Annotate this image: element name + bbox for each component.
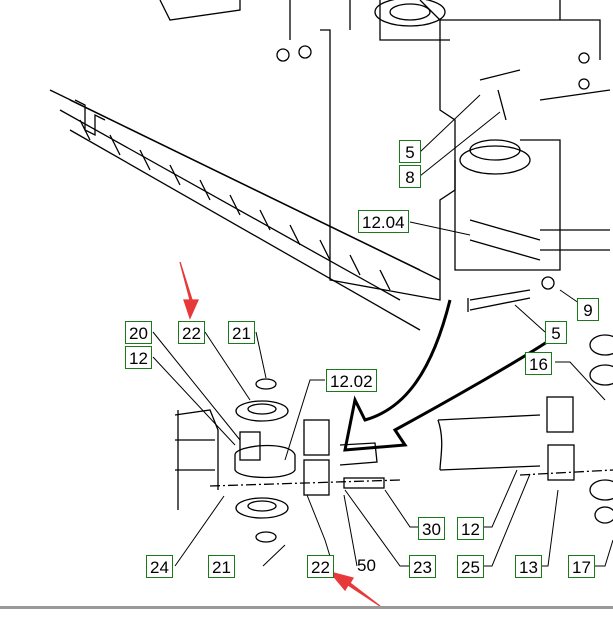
red-arrow-bottom [328, 570, 381, 607]
callout-5: 5 [399, 140, 421, 163]
callout-12-04: 12.04 [358, 210, 409, 233]
callout-30: 30 [418, 517, 445, 540]
callout-13: 13 [515, 555, 542, 578]
callout-12-02: 12.02 [326, 369, 377, 392]
callout-5-lower: 5 [545, 321, 567, 344]
callout-17: 17 [568, 555, 595, 578]
callout-50: 50 [357, 556, 376, 575]
callout-22-top: 22 [178, 321, 205, 344]
callout-24: 24 [146, 555, 173, 578]
callout-25: 25 [457, 555, 484, 578]
callout-21-bottom: 21 [208, 555, 235, 578]
callout-21-top: 21 [228, 321, 255, 344]
callout-9: 9 [577, 298, 599, 321]
callout-20: 20 [125, 321, 152, 344]
rail-teeth [79, 119, 391, 291]
callout-12-left: 12 [125, 346, 152, 369]
callout-23: 23 [409, 555, 436, 578]
callout-16: 16 [525, 352, 552, 375]
callout-8: 8 [399, 165, 421, 188]
callout-12-right: 12 [457, 517, 484, 540]
bottom-border [0, 606, 613, 609]
callout-22-bottom: 22 [307, 555, 334, 578]
red-arrow-top [179, 261, 200, 320]
